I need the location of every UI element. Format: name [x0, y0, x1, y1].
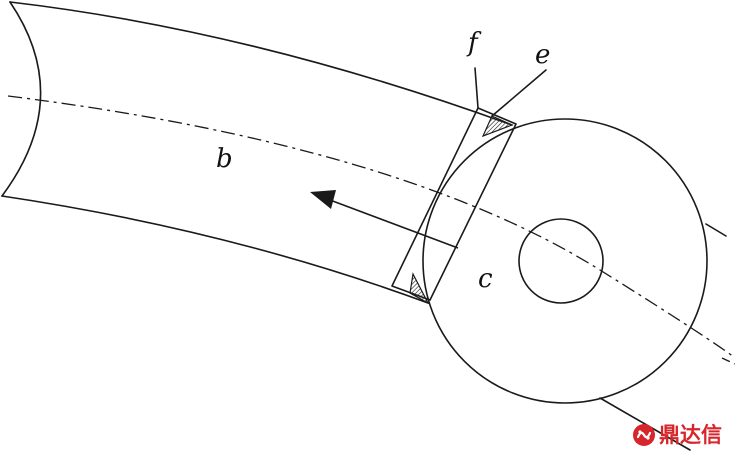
direction-arrow-shaft [329, 199, 459, 249]
direction-arrow-head [310, 190, 336, 209]
label-c: c [478, 264, 493, 294]
label-f: f [468, 28, 478, 58]
wheel-hub-circle [518, 218, 604, 304]
wheel-outer-circle [422, 118, 708, 404]
tangent-line-lower [599, 397, 691, 451]
label-b: b [216, 144, 233, 174]
tangent-line-right [705, 223, 727, 237]
leader-e [491, 69, 547, 117]
watermark-text: 鼎达信 [659, 422, 722, 447]
band-left-end [1, 1, 42, 197]
ddx-logo-icon [632, 423, 656, 447]
leader-f [474, 67, 479, 109]
band-inner-edge [1, 195, 429, 304]
hatched-wedge-bottom [409, 272, 430, 305]
centre-line [7, 95, 735, 365]
band-outer-edge [9, 1, 513, 126]
watermark: 鼎达信 [632, 423, 722, 447]
label-e: e [535, 40, 551, 70]
hatched-wedge-top [481, 115, 514, 138]
section-rectangle [391, 107, 517, 301]
